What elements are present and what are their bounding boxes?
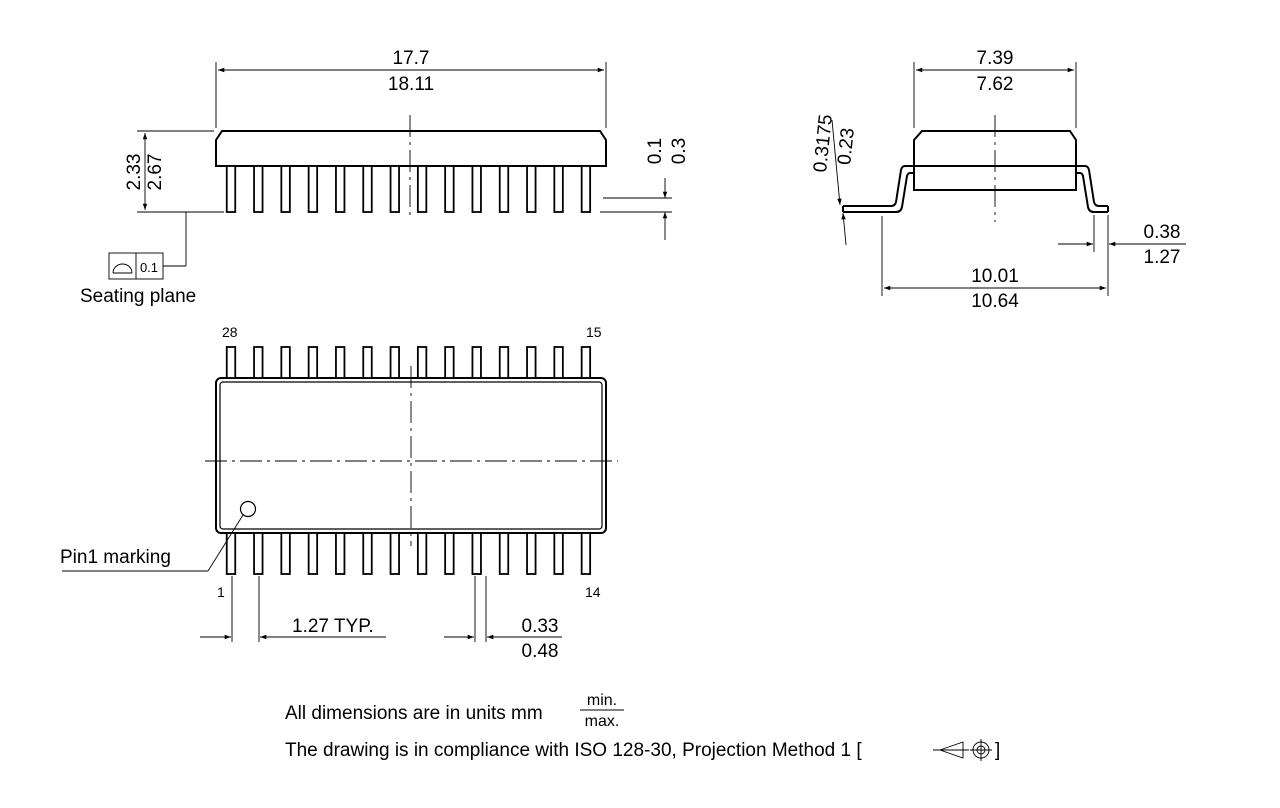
- standoff-max: 0.3: [669, 138, 690, 164]
- pin-number-28: 28: [222, 324, 238, 340]
- units-max: max.: [585, 713, 620, 730]
- top-lead: [389, 346, 400, 379]
- bottom-lead: [471, 532, 482, 575]
- side-view-lead: [526, 165, 537, 213]
- side-view-lead: [362, 165, 373, 213]
- top-lead: [280, 346, 291, 379]
- side-view-lead: [553, 165, 564, 213]
- side-view-lead: [444, 165, 455, 213]
- iso-note: The drawing is in compliance with ISO 12…: [285, 740, 862, 761]
- height-min: 2.33: [124, 154, 145, 191]
- side-view-lead: [389, 165, 400, 213]
- units-min: min.: [587, 692, 617, 709]
- side-view: 17.7 18.11 2.33 2.67 0.1 0.3 0.1 Seating…: [80, 48, 690, 307]
- bottom-lead: [225, 532, 237, 575]
- lead-thickness-max: 0.3175: [810, 113, 837, 173]
- pitch-label: 1.27 TYP.: [292, 616, 374, 637]
- bottom-lead: [498, 532, 510, 575]
- notes: All dimensions are in units mm min. max.…: [285, 692, 1000, 761]
- pin-number-1: 1: [217, 584, 225, 600]
- bottom-lead: [389, 532, 400, 575]
- bottom-lead: [335, 532, 346, 575]
- bottom-lead: [580, 532, 592, 575]
- top-lead: [307, 346, 319, 379]
- top-lead: [416, 346, 428, 379]
- side-view-lead: [253, 165, 264, 213]
- lead-width-min: 0.33: [522, 616, 559, 637]
- end-view-left-lead: [843, 165, 914, 213]
- pin1-marking-circle: [239, 500, 257, 518]
- bottom-lead: [280, 532, 291, 575]
- top-lead: [553, 346, 564, 379]
- flatness-symbol-icon: [112, 263, 133, 274]
- side-view-lead: [471, 165, 482, 213]
- top-view: Pin1 marking 28 15 1 14 1.27 TYP. 0.33 0…: [60, 324, 618, 662]
- body-width-max: 7.62: [977, 74, 1014, 95]
- top-view-bottom-leads: [225, 532, 592, 575]
- lead-thickness-arrow: [841, 212, 847, 246]
- side-view-lead: [307, 165, 319, 213]
- lead-foot-min: 0.38: [1144, 222, 1181, 243]
- lead-width-max: 0.48: [522, 641, 559, 662]
- length-min: 17.7: [393, 48, 430, 69]
- pin-number-14: 14: [585, 584, 601, 600]
- side-view-lead: [580, 165, 592, 213]
- bottom-lead: [526, 532, 537, 575]
- side-view-lead: [225, 165, 237, 213]
- iso-note-close: ]: [995, 740, 1000, 761]
- top-lead: [253, 346, 264, 379]
- top-lead: [526, 346, 537, 379]
- height-max: 2.67: [145, 154, 166, 191]
- side-view-lead: [335, 165, 346, 213]
- side-view-lead: [416, 165, 428, 213]
- top-lead: [498, 346, 510, 379]
- end-view-right-lead: [1076, 165, 1108, 213]
- pin-number-15: 15: [586, 324, 602, 340]
- overall-width-min: 10.01: [971, 266, 1019, 287]
- side-view-lead: [498, 165, 510, 213]
- standoff-min: 0.1: [645, 138, 666, 164]
- end-view-body: [913, 130, 1077, 191]
- bottom-lead: [253, 532, 264, 575]
- lead-thickness-min: 0.23: [834, 127, 859, 166]
- lead-thickness-arrow: [831, 119, 842, 206]
- pin1-leader: [207, 514, 244, 572]
- top-lead: [225, 346, 237, 379]
- bottom-lead: [416, 532, 428, 575]
- seating-plane-label: Seating plane: [80, 286, 196, 307]
- bottom-lead: [362, 532, 373, 575]
- length-max: 18.11: [388, 74, 434, 95]
- end-view: 7.39 7.62 0.3175 0.23 0.38 1.27 10.01 10…: [810, 48, 1186, 312]
- body-width-min: 7.39: [977, 48, 1014, 69]
- top-lead: [444, 346, 455, 379]
- top-lead: [580, 346, 592, 379]
- top-lead: [335, 346, 346, 379]
- bottom-lead: [444, 532, 455, 575]
- top-lead: [471, 346, 482, 379]
- pin1-marking-label: Pin1 marking: [60, 547, 171, 568]
- side-view-body: [215, 130, 607, 167]
- top-lead: [362, 346, 373, 379]
- bottom-lead: [553, 532, 564, 575]
- projection-method-icon: [933, 739, 992, 761]
- units-note: All dimensions are in units mm: [285, 703, 543, 724]
- side-view-leads: [225, 165, 592, 213]
- bottom-lead: [307, 532, 319, 575]
- overall-width-max: 10.64: [971, 291, 1019, 312]
- top-view-top-leads: [225, 346, 592, 379]
- lead-foot-max: 1.27: [1144, 247, 1181, 268]
- flatness-tolerance: 0.1: [140, 260, 158, 275]
- side-view-lead: [280, 165, 291, 213]
